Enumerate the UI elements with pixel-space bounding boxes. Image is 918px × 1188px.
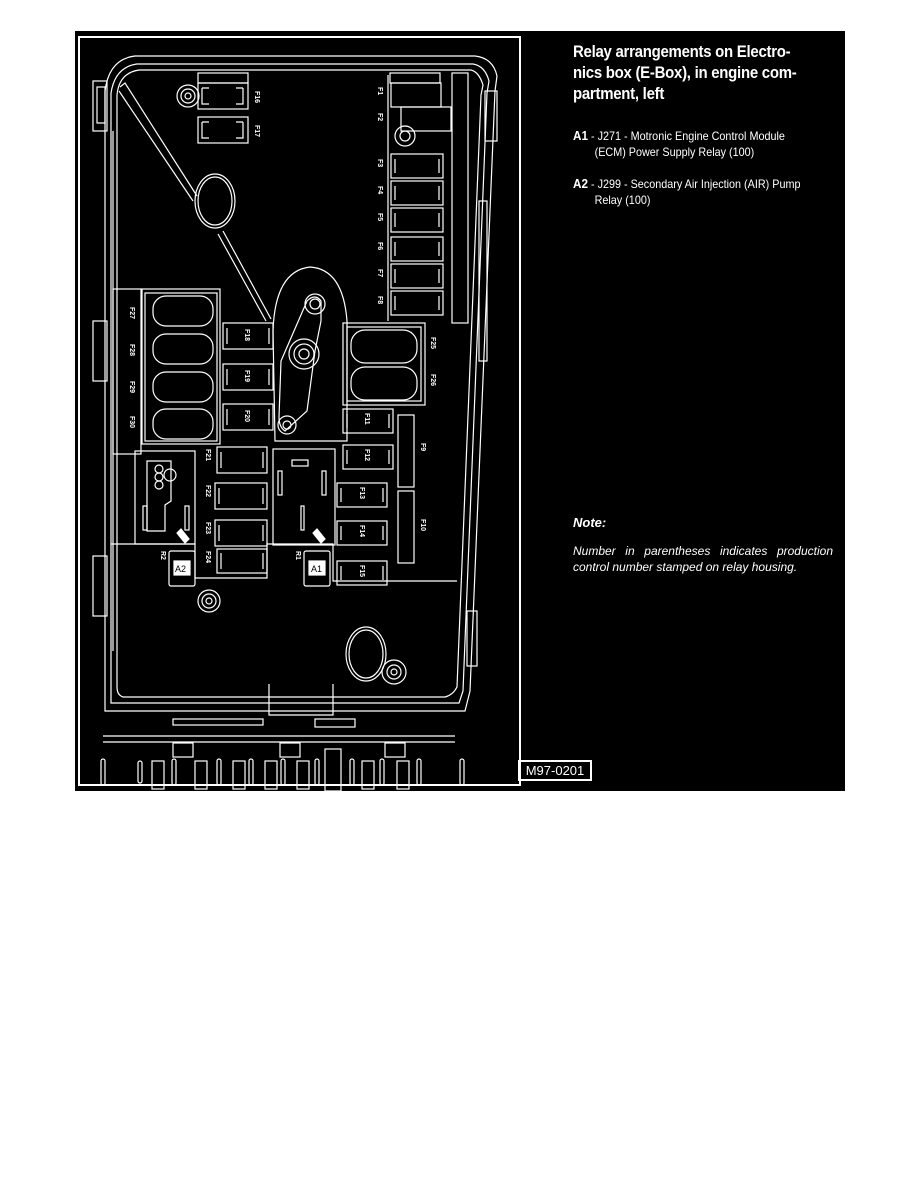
svg-text:F25: F25 (429, 337, 436, 349)
svg-text:F30: F30 (128, 416, 135, 428)
svg-text:F8: F8 (376, 296, 383, 304)
legend-item-a1: A1 - J271 - Motronic Engine Control Modu… (573, 128, 785, 159)
svg-text:F29: F29 (128, 381, 135, 393)
svg-text:A1: A1 (311, 564, 322, 574)
description-column: Relay arrangements on Electro- nics box … (573, 41, 833, 208)
svg-text:F15: F15 (358, 565, 365, 577)
svg-text:F18: F18 (243, 329, 250, 341)
legend-code: A2 (573, 176, 588, 191)
svg-text:F21: F21 (204, 449, 211, 461)
svg-text:F13: F13 (358, 487, 365, 499)
svg-text:F1: F1 (376, 87, 383, 95)
svg-text:F22: F22 (204, 485, 211, 497)
svg-text:R1: R1 (294, 551, 301, 560)
note-heading: Note: (573, 515, 607, 530)
svg-text:F23: F23 (204, 522, 211, 534)
svg-text:F6: F6 (376, 242, 383, 250)
note-text: Number in parentheses indicates producti… (573, 544, 833, 574)
figure-panel: F16 F17 F1 F2 F3 F4 F5 F6 F7 (75, 31, 845, 791)
svg-text:F19: F19 (243, 370, 250, 382)
svg-text:F20: F20 (243, 410, 250, 422)
figure-title: Relay arrangements on Electro- nics box … (573, 42, 797, 103)
svg-text:F2: F2 (376, 113, 383, 121)
svg-text:F26: F26 (429, 374, 436, 386)
svg-text:R2: R2 (159, 551, 166, 560)
svg-text:F4: F4 (376, 186, 383, 194)
svg-text:F9: F9 (419, 443, 426, 451)
svg-text:F14: F14 (358, 525, 365, 537)
svg-text:F10: F10 (419, 519, 426, 531)
svg-text:F7: F7 (376, 269, 383, 277)
svg-text:F28: F28 (128, 344, 135, 356)
svg-text:F24: F24 (204, 551, 211, 563)
label-f16: F16 (253, 91, 260, 103)
svg-text:A2: A2 (175, 564, 186, 574)
ebox-diagram: F16 F17 F1 F2 F3 F4 F5 F6 F7 (75, 31, 530, 791)
svg-text:F3: F3 (376, 159, 383, 167)
svg-text:F12: F12 (363, 449, 370, 461)
svg-text:F27: F27 (128, 307, 135, 319)
legend-item-a2: A2 - J299 - Secondary Air Injection (AIR… (573, 176, 801, 207)
svg-text:F11: F11 (363, 413, 370, 425)
legend-code: A1 (573, 128, 588, 143)
figure-id: M97-0201 (518, 760, 592, 781)
svg-text:F5: F5 (376, 213, 383, 221)
svg-text:F17: F17 (253, 125, 260, 137)
